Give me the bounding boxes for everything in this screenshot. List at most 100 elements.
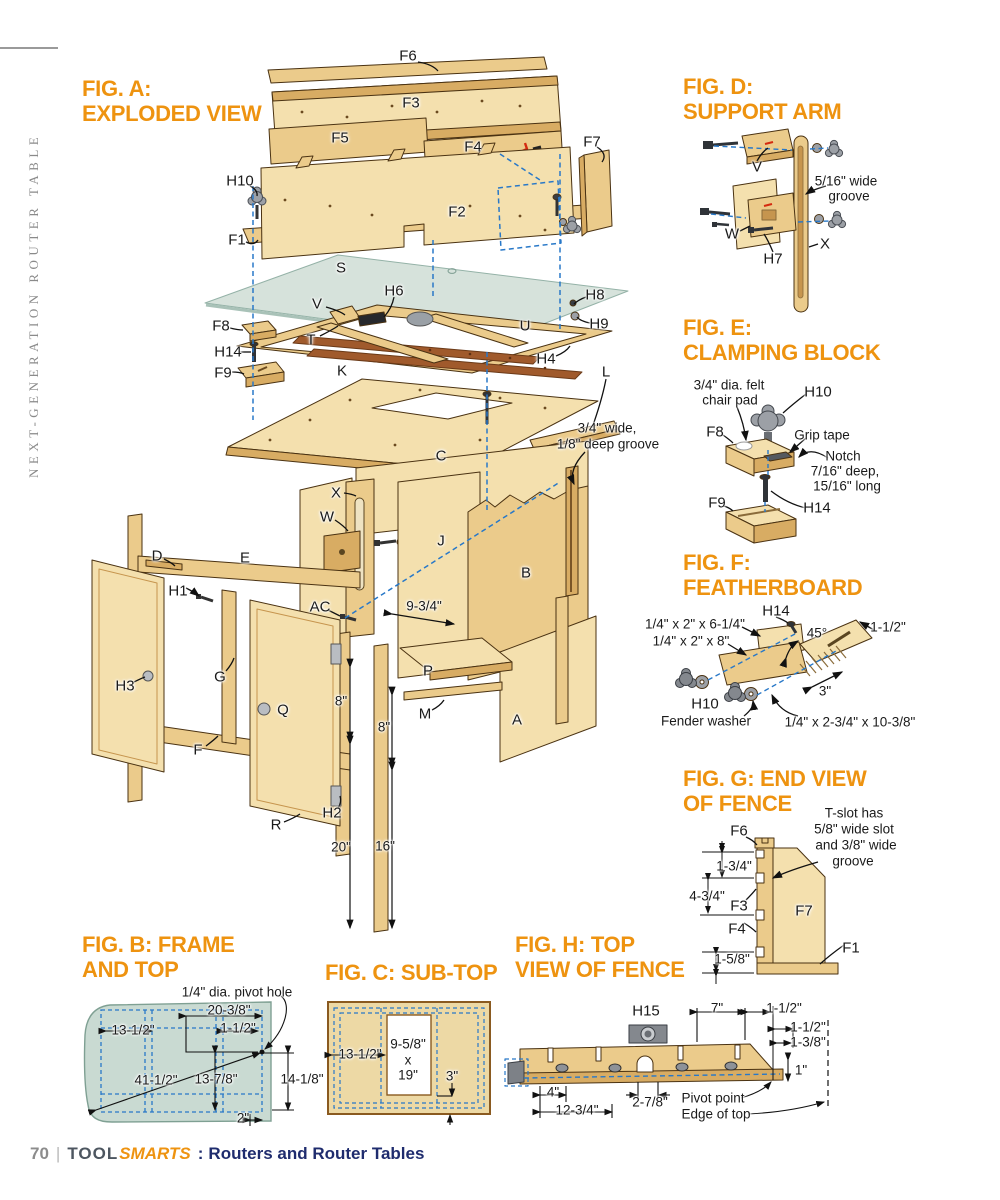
diagram-label: 13-1/2" — [338, 1046, 382, 1062]
diagram-label: L — [601, 363, 611, 381]
diagram-label: R — [270, 816, 282, 834]
fig-f-drawing — [675, 616, 875, 717]
diagram-label: 8" — [334, 693, 348, 709]
diagram-label: 12-3/4" — [555, 1102, 599, 1118]
diagram-label: 4" — [546, 1084, 560, 1100]
diagram-label: 1/4" x 2" x 6-1/4" — [645, 616, 745, 632]
door-q — [249, 599, 341, 827]
page-number: 70 — [30, 1144, 49, 1163]
diagram-label: Pivot point — [681, 1090, 745, 1106]
screw-heads — [555, 1061, 738, 1073]
diagram-label: 1-1/2" — [870, 619, 906, 635]
diagram-label: 5/16" wide — [814, 173, 878, 189]
diagram-label: 1-1/2" — [790, 1019, 826, 1035]
diagram-label: Notch — [825, 448, 861, 464]
fig-a-drawing — [91, 56, 629, 933]
fig-g-title: OF FENCE — [683, 791, 792, 816]
diagram-label: H7 — [763, 250, 783, 268]
knob-icon — [827, 210, 847, 229]
diagram-label: 1-5/8" — [714, 951, 750, 967]
diagram-label: H14 — [803, 499, 831, 517]
diagram-label: 19" — [398, 1067, 418, 1083]
fig-c-title: FIG. C: SUB-TOP — [325, 960, 498, 985]
diagram-label: V — [751, 158, 763, 176]
knob-icon — [562, 215, 582, 234]
diagram-label: H8 — [585, 286, 605, 304]
diagram-label: F9 — [708, 494, 726, 512]
leader-lines — [133, 61, 607, 823]
fig-b-drawing — [83, 995, 294, 1126]
diagram-label: 3/4" dia. felt — [693, 377, 765, 393]
diagram-label: AC — [309, 598, 331, 616]
diagram-label: 20" — [331, 839, 351, 855]
diagram-label: J — [437, 532, 445, 550]
diagram-label: F2 — [448, 203, 466, 221]
sidebar-rule — [0, 47, 58, 49]
footer-title: Routers and Router Tables — [208, 1144, 425, 1163]
diagram-label: D — [151, 547, 163, 565]
diagram-label: V — [311, 295, 323, 313]
diagram-label: X — [819, 235, 831, 253]
diagram-label: F3 — [402, 94, 420, 112]
dimension-lines — [346, 609, 456, 930]
diagram-label: 7" — [710, 1000, 724, 1016]
pivot-hole — [259, 1049, 265, 1055]
diagram-label: P — [422, 662, 434, 680]
diagram-label: F3 — [730, 897, 748, 915]
strip-m — [403, 681, 503, 701]
fig-e-title: FIG. E: — [683, 315, 752, 340]
fig-d-title: SUPPORT ARM — [683, 99, 842, 124]
diagram-label: 5/8" wide slot — [814, 821, 894, 837]
fig-e-drawing — [722, 393, 829, 544]
diagram-label: 14-1/8" — [280, 1071, 324, 1087]
diagram-label: M — [418, 705, 432, 723]
leg — [555, 595, 569, 725]
t-slot — [755, 849, 765, 958]
diagram-label: T-slot has — [824, 805, 884, 821]
diagram-label: chair pad — [702, 392, 758, 408]
knob-icon — [750, 404, 786, 432]
brand-smarts: SMARTS — [119, 1144, 191, 1163]
diagram-label: 13-7/8" — [194, 1071, 238, 1087]
diagram-label: F — [193, 741, 203, 759]
alignment-dashes — [252, 153, 562, 619]
diagram-label: F8 — [212, 317, 230, 335]
diagram-label: H2 — [322, 804, 342, 822]
diagram-label: S — [335, 259, 347, 277]
diagram-label: 1/8" deep groove — [556, 436, 660, 452]
door-h3 — [91, 559, 165, 773]
diagram-label: 1-1/2" — [220, 1020, 256, 1036]
diagram-label: 16" — [375, 838, 395, 854]
diagram-label: G — [214, 668, 226, 686]
diagram-label: 9-3/4" — [406, 598, 442, 614]
page-footer: 70 | TOOL SMARTS : Routers and Router Ta… — [30, 1144, 424, 1164]
diagram-label: F6 — [730, 822, 748, 840]
diagram-label: T — [306, 331, 316, 349]
diagram-label: 15/16" long — [813, 478, 881, 494]
diagram-label: 41-1/2" — [134, 1072, 178, 1088]
hinge-icon — [330, 643, 342, 665]
diagram-label: 1/4" x 2-3/4" x 10-3/8" — [784, 714, 916, 730]
diagram-label: H15 — [632, 1002, 660, 1020]
fence-face — [756, 845, 774, 964]
diagram-label: H1 — [168, 582, 188, 600]
router-opening — [386, 1014, 432, 1096]
fig-e-title: CLAMPING BLOCK — [683, 340, 881, 365]
fig-g-title: FIG. G: END VIEW — [683, 766, 867, 791]
fig-f-title: FEATHERBOARD — [683, 575, 863, 600]
diagram-label: H9 — [589, 315, 609, 333]
diagram-label: and 3/8" wide — [815, 837, 897, 853]
diagram-label: H6 — [384, 282, 404, 300]
diagram-label: W — [319, 508, 335, 526]
knob-icon — [724, 682, 746, 702]
diagram-label: groove — [832, 853, 874, 869]
fig-c-drawing — [324, 1001, 491, 1125]
fig-h-drawing — [504, 1006, 829, 1118]
bracket-h6 — [357, 311, 387, 327]
diagram-label: 1-3/8" — [790, 1034, 826, 1050]
diagram-label: 1" — [794, 1062, 808, 1078]
fig-b-title: AND TOP — [82, 957, 179, 982]
diagram-label: Grip tape — [794, 427, 850, 443]
diagram-label: H10 — [691, 695, 719, 713]
